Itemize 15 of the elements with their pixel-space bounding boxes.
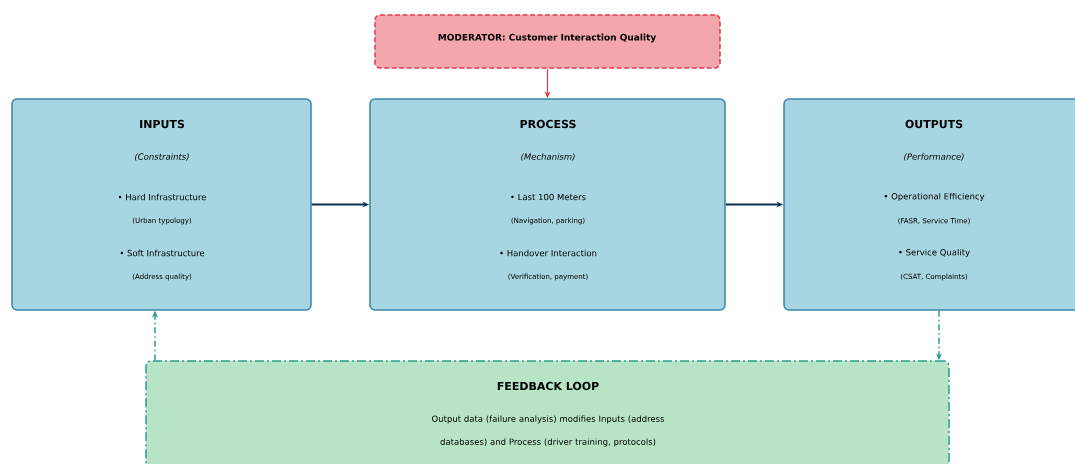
bullet-item: • Operational Efficiency — [884, 192, 985, 202]
bullet-item: • Soft Infrastructure — [120, 249, 205, 257]
heading: OUTPUTS — [905, 119, 963, 129]
heading: INPUTS — [140, 119, 185, 129]
heading: MODERATOR: Customer Interaction Quality — [438, 33, 657, 43]
heading: PROCESS — [520, 119, 576, 129]
subtitle: (Performance) — [904, 153, 964, 161]
subtitle: (Constraints) — [135, 153, 189, 161]
bullet-item: • Service Quality — [899, 248, 970, 258]
subtitle: (Mechanism) — [521, 153, 575, 161]
bullet-item: • Last 100 Meters — [511, 193, 586, 201]
bullet-item: • Handover Interaction — [500, 249, 597, 257]
description-text: Output data (failure analysis) modifies Inputs (address databases) and Process (driver training, protocols) — [432, 415, 665, 447]
bullet-item: • Hard Infrastructure — [118, 193, 207, 201]
heading: FEEDBACK LOOP — [497, 381, 599, 391]
